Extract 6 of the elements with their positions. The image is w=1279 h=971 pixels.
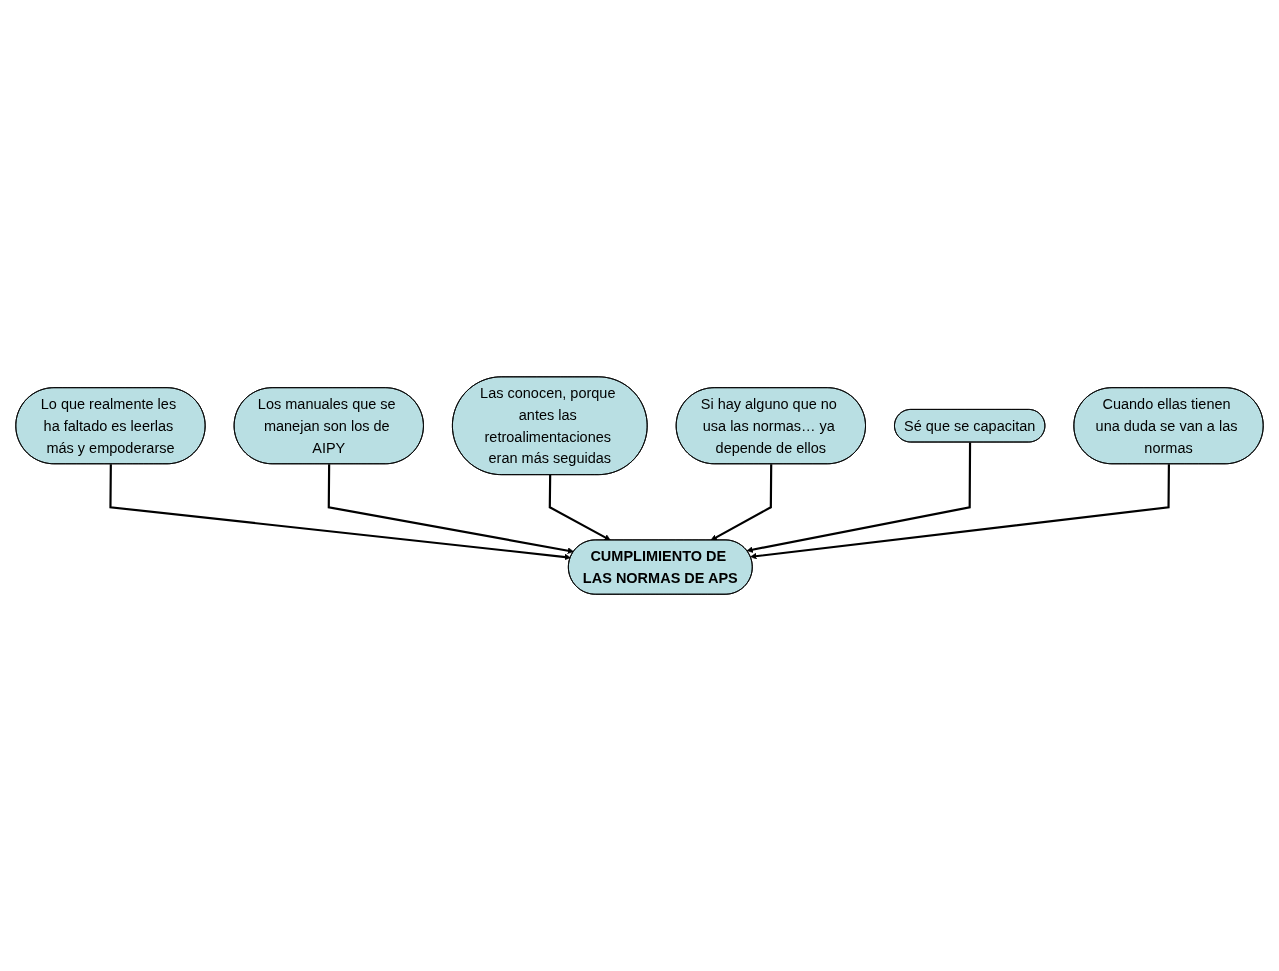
arrow bbox=[746, 442, 972, 553]
arrow bbox=[327, 464, 574, 554]
arrow bbox=[109, 464, 571, 561]
arrow bbox=[750, 464, 1170, 560]
arrow bbox=[710, 464, 773, 541]
arrow bbox=[548, 474, 611, 541]
